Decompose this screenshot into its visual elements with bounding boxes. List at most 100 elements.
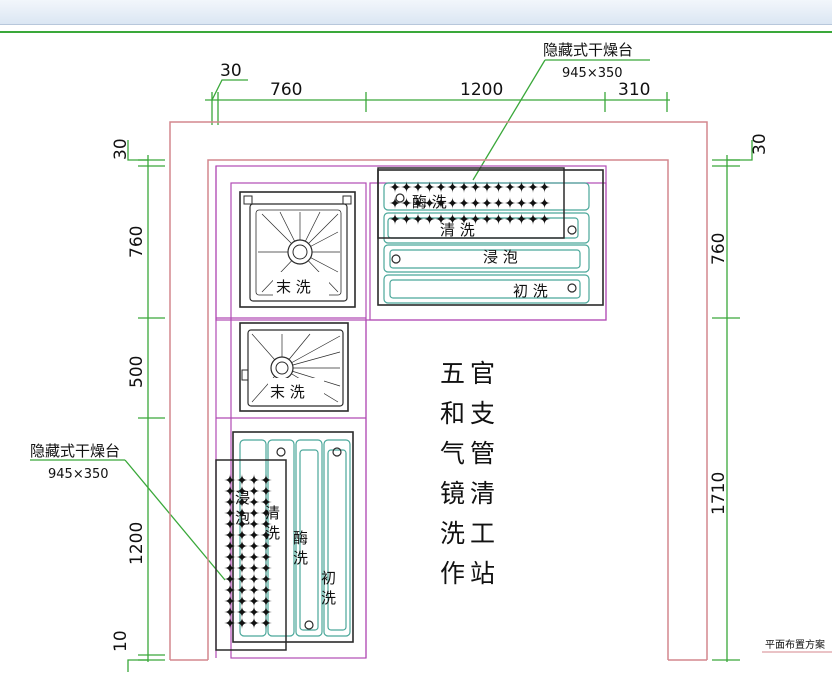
window-title-bar [0,0,832,25]
dryer-star [260,507,272,519]
dryer-star [260,573,272,585]
dryer-star [389,197,401,209]
dryer-star [515,213,528,225]
dryer-star [260,562,272,574]
dryer-star [224,540,236,552]
dim-right-760: 760 [709,233,729,265]
dryer-star [538,181,551,193]
dryer-star [260,485,272,497]
dim-left-500: 500 [127,356,147,388]
dim-top-1200: 1200 [460,80,503,100]
dryer-star [224,584,236,596]
tank-top-row2: 清 洗 [440,221,475,239]
dryer-star [248,595,260,607]
dryer-star [248,584,260,596]
dryer-star [224,485,236,497]
dryer-star [224,551,236,563]
dryer-star [260,584,272,596]
layout-outlines [215,165,607,659]
tank-unit-left: 浸 泡 清 洗 酶 洗 初 洗 [232,431,354,643]
dryer-star [435,197,447,209]
dim-right-30: 30 [750,133,770,155]
sink-top-left: 末 洗 [239,191,356,308]
dryer-star [260,540,272,552]
dimension-lines [30,59,753,672]
dryer-star [389,213,401,225]
dryer-star [458,181,470,193]
dryer-star [248,518,260,530]
dryer-star [412,213,424,225]
dryer-star [260,617,272,629]
title-b-5: 站 [470,559,495,588]
dryer-star [400,197,413,209]
dryer-star [538,197,551,209]
dim-left-1200: 1200 [127,522,147,565]
dryer-star [435,181,447,193]
dryer-star [224,507,236,519]
title-a-5: 作 [440,559,465,588]
dryer-star [248,606,260,618]
dryer-star [224,474,236,486]
dryer-star [248,485,260,497]
dryer-star [224,606,236,618]
dryer-star [492,213,505,225]
dryer-star [224,529,236,541]
dryer-star [504,181,516,193]
dryer-star [492,181,505,193]
title-b-1: 支 [470,399,495,428]
tank-left-col3: 酶 洗 [291,530,309,566]
dryer-star [515,181,528,193]
dryer-star [236,606,248,618]
dryer-star [458,213,470,225]
dryer-star [469,181,482,193]
dryer-star [260,551,272,563]
dryer-star [469,213,482,225]
dim-right-1710: 1710 [709,472,729,515]
dryer-star [504,213,516,225]
dryer-star [236,595,248,607]
dryer-star [527,197,539,209]
dryer-star [260,474,272,486]
title-b-2: 管 [470,439,495,468]
dryer-star [538,213,551,225]
title-b-3: 清 [470,479,495,508]
dryer-star [260,496,272,508]
dryer-star [412,181,424,193]
dryer-star [248,496,260,508]
dimension-labels: 30 760 1200 310 30 760 500 1200 10 30 76… [111,61,770,652]
dim-top-760: 760 [270,80,302,100]
title-a-2: 气 [440,439,465,468]
dryer-star [224,518,236,530]
dryer-star [248,573,260,585]
dryer-rack-top: 酶 洗 [377,167,565,239]
dryer-star [224,496,236,508]
dryer-star [236,562,248,574]
dryer-star [248,529,260,541]
dryer-star [248,540,260,552]
dryer-left-size: 945×350 [48,467,109,482]
dryer-star [248,551,260,563]
dim-left-30: 30 [111,138,131,160]
dryer-star [481,213,493,225]
dryer-top-size: 945×350 [562,66,623,81]
dryer-star [248,562,260,574]
dryer-star [248,474,260,486]
sink-mid-left: 末 洗 [239,322,349,412]
dryer-star [458,197,470,209]
dryer-star [527,213,539,225]
dryer-star [400,181,413,193]
dryer-star [389,181,401,193]
sink-mid-label: 末 洗 [270,383,305,401]
dryer-star [412,197,424,209]
title-a-4: 洗 [440,519,465,548]
dryer-star [224,595,236,607]
dryer-star [446,213,459,225]
dryer-star [400,213,413,225]
dryer-star [527,181,539,193]
dryer-star [236,507,248,519]
dim-top-30: 30 [220,61,242,81]
dryer-star [248,617,260,629]
dryer-star [248,507,260,519]
dryer-star [423,197,436,209]
